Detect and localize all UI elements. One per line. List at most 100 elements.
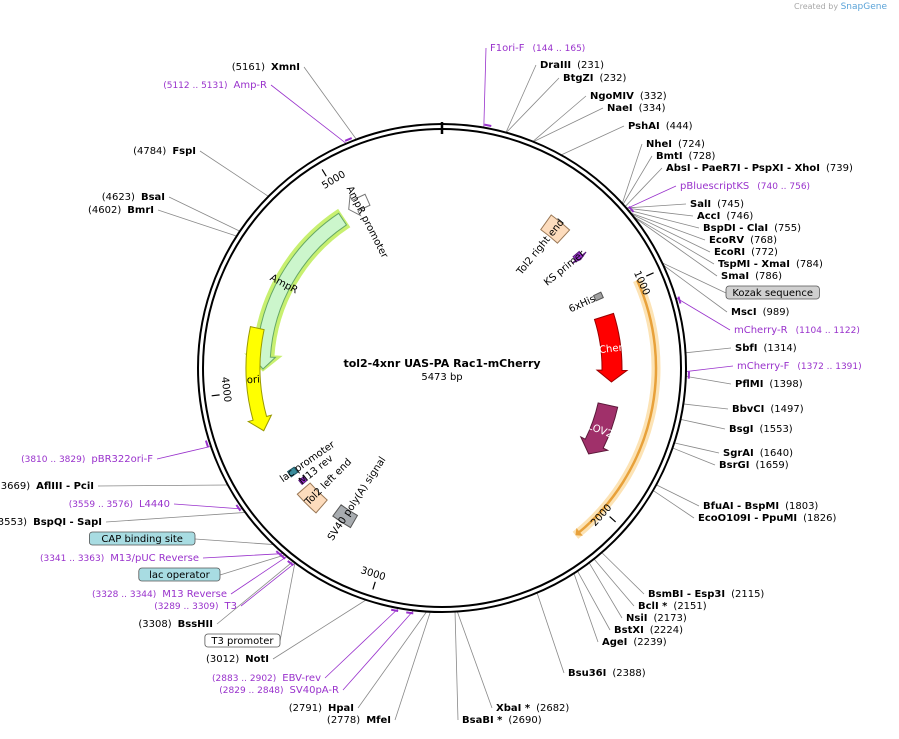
- enzyme-position: (2682): [536, 703, 569, 714]
- enzyme-position: (768): [750, 235, 777, 246]
- feature-label-mcherry: mCherry: [589, 341, 633, 357]
- primer-name: L4440: [139, 499, 170, 510]
- enzyme-leader-bsu36i: [536, 592, 565, 674]
- enzyme-leader-bsabi: [454, 611, 459, 721]
- enzyme-name: SbfI: [735, 343, 757, 354]
- enzyme-position: (1803): [785, 501, 818, 512]
- enzyme-bstxi: BstXI(2224): [614, 625, 683, 636]
- enzyme-sgrai: SgrAI(1640): [723, 448, 793, 459]
- enzyme-leader-bsshii: [216, 561, 294, 625]
- enzyme-position: (2173): [653, 613, 686, 624]
- enzyme-name: BsrGI: [719, 460, 749, 471]
- enzyme-leader-ecori: [630, 213, 711, 253]
- enzyme-name: HpaI: [328, 703, 354, 714]
- enzyme-position: (444): [666, 121, 693, 132]
- enzyme-leader-noti: [272, 599, 367, 660]
- primer-name: mCherry-F: [737, 361, 790, 372]
- enzyme-position: (2151): [673, 601, 706, 612]
- enzyme-leader-acci: [626, 207, 694, 217]
- feature-box-label: CAP binding site: [101, 534, 183, 545]
- enzyme-name: NgoMIV: [590, 91, 634, 102]
- enzyme-position: (334): [639, 103, 666, 114]
- enzyme-name: BsgI: [729, 424, 753, 435]
- enzyme-name: XbaI *: [496, 703, 531, 714]
- enzyme-leader-bmri: [157, 209, 237, 237]
- box-leader-t3-promoter: [279, 562, 296, 642]
- enzyme-leader-hpai: [357, 611, 428, 709]
- primer-leader-mcherry-r: [675, 297, 731, 331]
- feature-box-label: Kozak sequence: [732, 288, 813, 299]
- feature-sv40: [332, 504, 359, 529]
- enzyme-bsai: (4623)BsaI: [102, 192, 165, 203]
- enzyme-ecorv: EcoRV(768): [709, 235, 777, 246]
- enzyme-position: (1497): [770, 404, 803, 415]
- enzyme-ecori: EcoRI (772): [714, 247, 778, 258]
- primer-mark-f1ori-f: [484, 123, 492, 127]
- primer-range: (2829 .. 2848): [219, 686, 283, 696]
- feature-lov2: [579, 402, 619, 455]
- tick-label-3000: 3000: [359, 565, 387, 583]
- primer-leader-t3: [240, 562, 296, 607]
- orf-layer: [572, 278, 661, 539]
- feature-box-kozak-sequence: [725, 285, 820, 300]
- primer-f1ori-f: F1ori-F(144 .. 165): [490, 43, 585, 54]
- enzyme-leader-bsrgi: [672, 447, 716, 466]
- primer-leader-pbr322ori-f: [156, 445, 212, 460]
- primer-name: M13 Reverse: [162, 589, 227, 600]
- enzyme-name: NheI: [646, 139, 672, 150]
- enzyme-bsshii: (3308)BssHII: [138, 619, 213, 630]
- primer-mark-amp-r: [344, 137, 353, 142]
- primer-name: M13/pUC Reverse: [110, 553, 199, 564]
- enzyme-leader-bsgi: [680, 418, 726, 430]
- feature-mcherry: [593, 312, 629, 383]
- primer-leader-f1ori-f: [483, 47, 487, 128]
- primer-mark-sv40pa-r: [406, 611, 414, 615]
- primer-range: (1372 .. 1391): [797, 362, 861, 372]
- box-leader-cap-binding-site: [194, 538, 274, 545]
- primer-range: (1104 .. 1122): [796, 326, 860, 336]
- enzyme-position: (1314): [763, 343, 796, 354]
- enzyme-ecoo109i-ppumi: EcoO109I - PpuMI(1826): [698, 513, 836, 524]
- enzyme-noti: (3012)NotI: [206, 654, 269, 665]
- enzyme-name: BtgZI: [563, 73, 594, 84]
- enzyme-xmni: (5161)XmnI: [232, 62, 300, 73]
- enzyme-name: FspI: [172, 146, 196, 157]
- enzyme-name: AbsI - PaeR7I - PspXI - XhoI: [666, 163, 820, 174]
- enzyme-xbai: XbaI * (2682): [496, 703, 569, 714]
- enzyme-position: (2778): [327, 715, 360, 726]
- enzyme-leader-smai: [633, 216, 718, 277]
- enzyme-name: EcoRI: [714, 247, 745, 258]
- primer-name: Amp-R: [234, 80, 268, 91]
- enzyme-position: (745): [717, 199, 744, 210]
- enzyme-sbfi: SbfI (1314): [735, 343, 797, 354]
- enzyme-leader-sali: [626, 203, 687, 209]
- enzyme-smai: SmaI(786): [721, 271, 782, 282]
- enzyme-leader-xmni: [303, 66, 357, 140]
- enzyme-name: BstXI: [614, 625, 644, 636]
- primer-mark-ebv-rev: [390, 608, 399, 613]
- primer-mark-t3: [287, 560, 294, 567]
- enzyme-position: (772): [751, 247, 778, 258]
- enzyme-name: BfuAI - BspMI: [703, 501, 779, 512]
- box-leader-lac-operator: [219, 554, 286, 576]
- enzyme-leader-nhei: [621, 143, 643, 204]
- snapgene-credit: Created by SnapGene: [794, 2, 887, 12]
- enzyme-leader-bcli: [593, 558, 635, 607]
- primer-name: EBV-rev: [282, 673, 321, 684]
- enzyme-name: BmrI: [127, 205, 154, 216]
- enzyme-bsrgi: BsrGI(1659): [719, 460, 789, 471]
- enzyme-pflmi: PflMI(1398): [735, 379, 803, 390]
- primer-name: pBR322ori-F: [91, 454, 153, 465]
- tick-label-4000: 4000: [219, 376, 233, 403]
- primer-leader-ebv-rev: [324, 607, 399, 679]
- primer-name: pBluescriptKS: [680, 181, 749, 192]
- enzyme-position: (232): [600, 73, 627, 84]
- enzyme-hpai: (2791)HpaI: [289, 703, 354, 714]
- feature-m13rev: [298, 475, 308, 486]
- enzyme-mfei: (2778)MfeI: [327, 715, 391, 726]
- enzyme-leader-fspi: [199, 150, 269, 197]
- enzyme-position: (4602): [88, 205, 121, 216]
- enzyme-bsu36i: Bsu36I(2388): [568, 668, 646, 679]
- enzyme-name: BmtI: [656, 151, 683, 162]
